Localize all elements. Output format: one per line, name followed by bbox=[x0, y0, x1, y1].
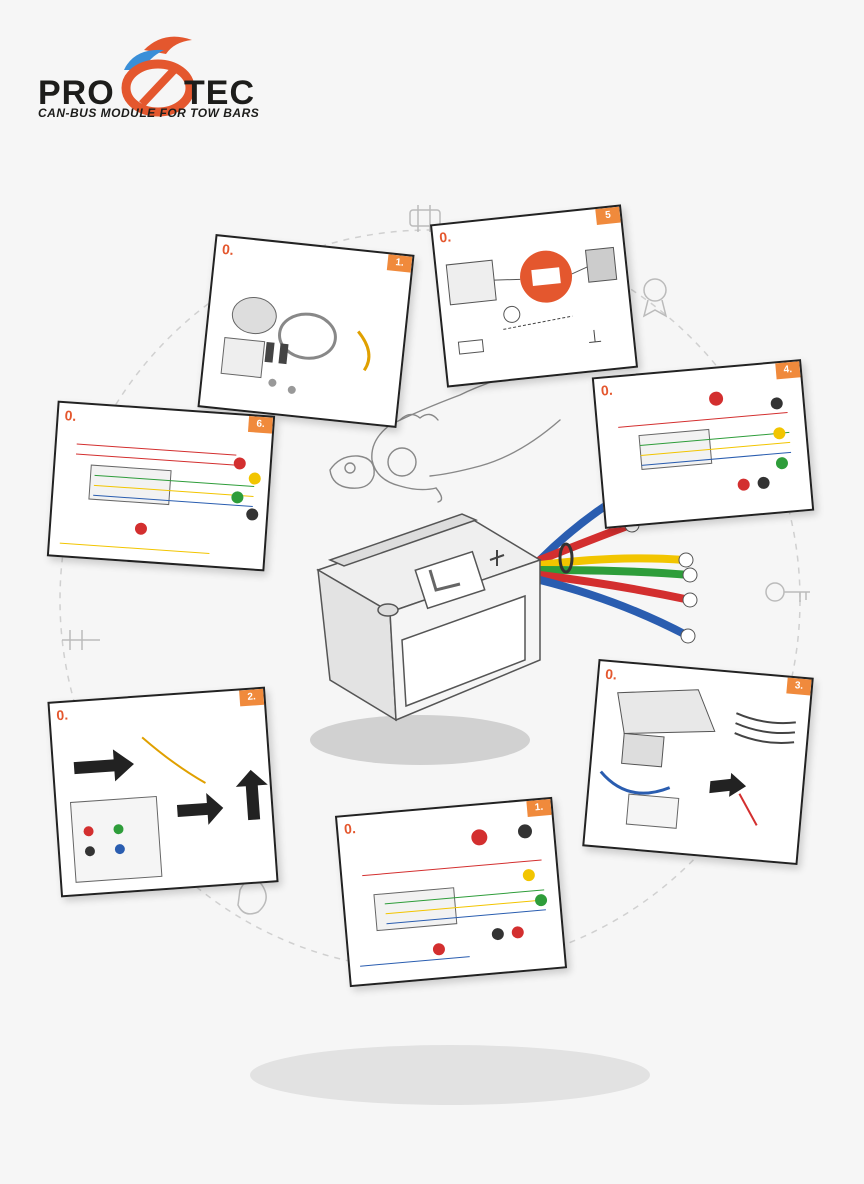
logo-swoosh-icon bbox=[121, 36, 195, 117]
install-illustration bbox=[69, 736, 268, 883]
instruction-card-trunk: 0. 3. bbox=[582, 658, 814, 866]
kit-illustration bbox=[220, 296, 371, 394]
module-illustration bbox=[445, 246, 618, 355]
wiring-diagram bbox=[360, 824, 548, 967]
instruction-card-install-car: 0. 2. bbox=[47, 686, 279, 898]
hand-icon bbox=[329, 367, 561, 503]
key-icon bbox=[765, 582, 810, 602]
brand-tagline: CAN-BUS MODULE FOR TOW BARS bbox=[38, 106, 260, 120]
instruction-card-wiring-left: 0. 6. bbox=[46, 400, 276, 572]
brand-logo: PRO TEC CAN-BUS MODULE FOR TOW BARS bbox=[34, 30, 284, 130]
wiring-diagram bbox=[618, 391, 792, 491]
brand-name-left: PRO bbox=[38, 74, 115, 112]
instruction-card-wiring-right: 0. 4. bbox=[591, 359, 815, 529]
instruction-card-kit: 0. 1. bbox=[197, 234, 415, 428]
instruction-card-battery-module: 0. 5 bbox=[429, 204, 639, 388]
trunk-illustration bbox=[599, 689, 796, 829]
cable-icon bbox=[62, 630, 100, 650]
battery-icon bbox=[316, 513, 542, 722]
instruction-card-wiring-bottom: 0. 1. bbox=[334, 796, 568, 988]
medal-icon bbox=[642, 278, 668, 318]
brand-name-right: TEC bbox=[184, 74, 255, 112]
wiring-diagram bbox=[59, 443, 261, 555]
